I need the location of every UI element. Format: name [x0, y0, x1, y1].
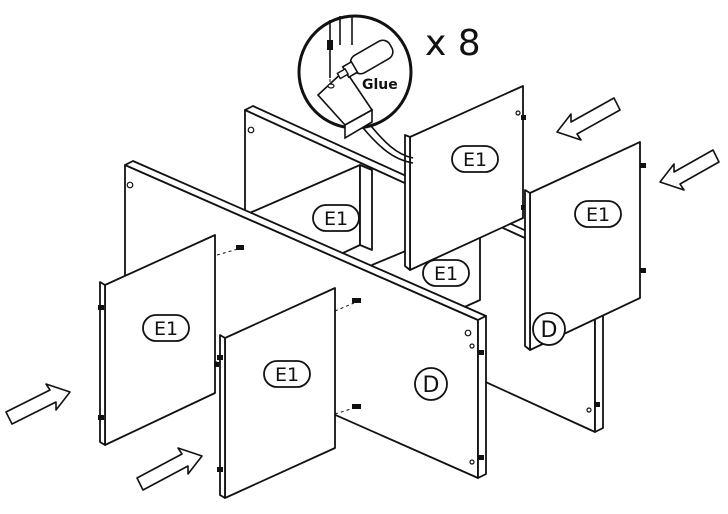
svg-text:E1: E1 — [324, 208, 348, 230]
svg-text:E1: E1 — [434, 263, 458, 285]
label-d-front: D — [414, 367, 448, 401]
assembly-arrow-icon — [136, 447, 203, 491]
label-e1-right: E1 — [574, 200, 622, 228]
quantity-label: x 8 — [425, 23, 481, 64]
glue-label: Glue — [362, 77, 398, 93]
label-e1-middle-front: E1 — [263, 360, 311, 388]
svg-text:E1: E1 — [154, 318, 178, 340]
panel-e1-top-right — [404, 85, 526, 271]
dowel-icon — [327, 40, 333, 50]
panel-e1-middle-front — [217, 287, 336, 499]
assembly-arrow-icon — [5, 383, 71, 425]
glue-bottle-icon — [336, 39, 394, 80]
label-e1-inner-left: E1 — [312, 204, 360, 232]
svg-text:E1: E1 — [275, 364, 299, 386]
svg-text:E1: E1 — [586, 204, 610, 226]
panel-e1-right — [524, 141, 646, 351]
label-e1-left-front: E1 — [142, 314, 190, 342]
svg-text:D: D — [541, 318, 558, 343]
svg-text:D: D — [423, 373, 440, 398]
assembly-arrow-icon — [659, 149, 720, 191]
svg-text:E1: E1 — [463, 149, 487, 171]
assembly-arrow-icon — [556, 97, 621, 141]
label-d-rear: D — [532, 312, 566, 346]
label-e1-inner-right: E1 — [422, 259, 470, 287]
dowel-icon — [594, 402, 600, 407]
label-e1-top-right: E1 — [451, 145, 499, 173]
